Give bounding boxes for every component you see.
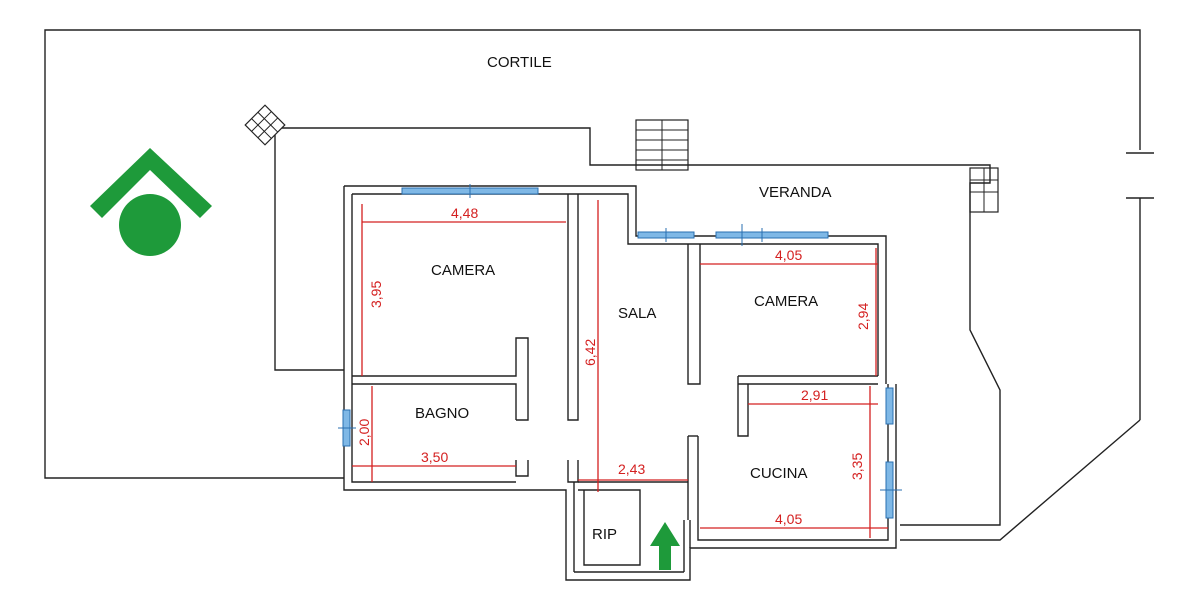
label-veranda: VERANDA	[759, 184, 832, 201]
stairs-left	[244, 104, 286, 146]
up-arrow-icon	[650, 522, 680, 570]
label-cortile: CORTILE	[487, 54, 552, 71]
building-walls	[343, 185, 897, 581]
house-roof-logo-icon	[90, 148, 212, 256]
stairs-right	[969, 167, 999, 213]
window-sala	[637, 228, 695, 242]
dim-cucina-height: 3,35	[849, 453, 865, 480]
dim-sala-width: 2,43	[618, 461, 645, 477]
window-camera-right	[715, 224, 829, 246]
stairs-center	[635, 119, 689, 171]
window-cucina-lower	[880, 461, 902, 519]
dim-bagno-height: 2,00	[356, 419, 372, 446]
courtyard-boundary	[44, 29, 1154, 541]
label-bagno: BAGNO	[415, 405, 469, 422]
dim-camera-left-height: 3,95	[368, 281, 384, 308]
label-sala: SALA	[618, 305, 656, 322]
window-cucina-upper	[885, 387, 894, 425]
veranda-boundary	[274, 127, 1001, 526]
label-rip: RIP	[592, 526, 617, 543]
dim-cucina-bottom: 4,05	[775, 511, 802, 527]
dim-camera-right-width: 4,05	[775, 247, 802, 263]
dim-cucina-top: 2,91	[801, 387, 828, 403]
dim-camera-left-width: 4,48	[451, 205, 478, 221]
dim-sala-height: 6,42	[582, 339, 598, 366]
dim-camera-right-height: 2,94	[855, 303, 871, 330]
window-camera-left	[401, 184, 539, 198]
dimension-lines	[352, 200, 888, 538]
label-camera-left: CAMERA	[431, 262, 495, 279]
label-cucina: CUCINA	[750, 465, 808, 482]
label-camera-right: CAMERA	[754, 293, 818, 310]
dim-bagno-width: 3,50	[421, 449, 448, 465]
window-bagno	[338, 409, 356, 447]
